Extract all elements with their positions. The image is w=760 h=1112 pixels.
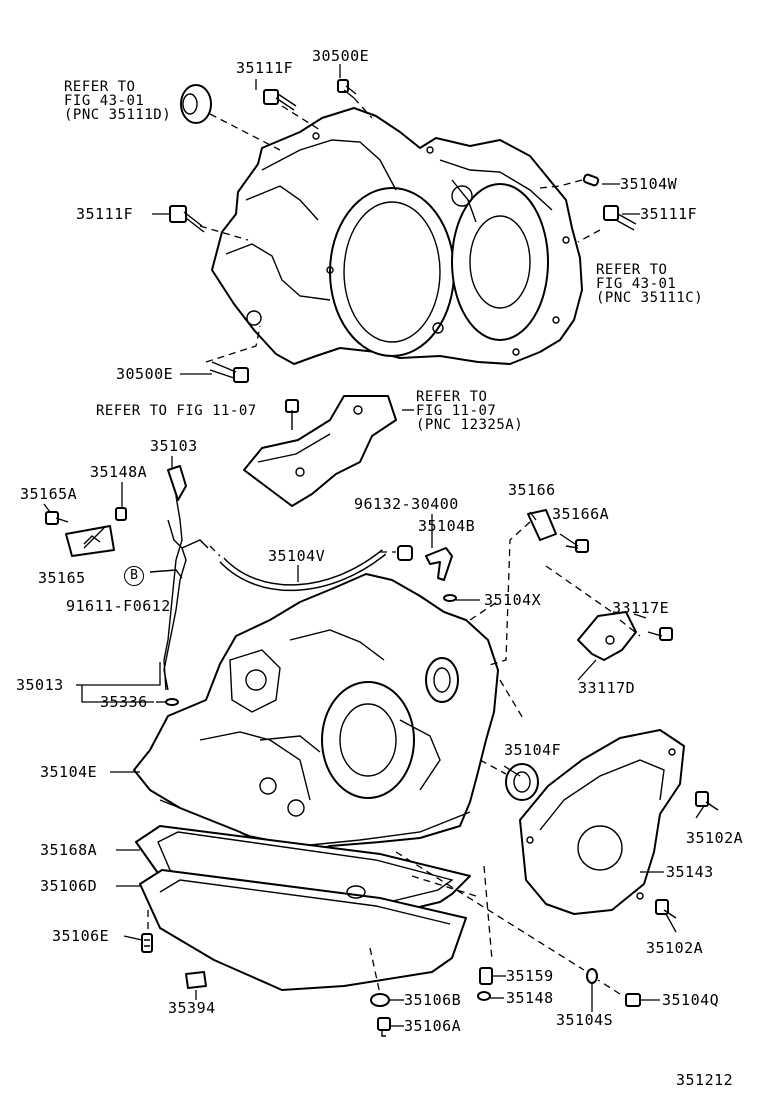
- bolt-fig-11-07: [285, 399, 299, 430]
- bolt-35102A-bot: [655, 899, 677, 919]
- bolt-35106E: [141, 933, 153, 953]
- clip-96132: [397, 545, 413, 561]
- ref-middle-left: REFER TO FIG 11-07: [96, 403, 257, 419]
- ref-middle-right-line2: FIG 11-07: [416, 403, 497, 419]
- plug-35148A: [115, 507, 127, 521]
- bolt-30500E-mid: [209, 361, 249, 383]
- bolt-33117E: [647, 627, 673, 641]
- pin-35104W: [582, 173, 600, 187]
- oil-seal-top-left: [180, 84, 212, 124]
- side-cover-35143: [519, 729, 685, 915]
- label-91611-F0612: 91611-F0612: [66, 597, 171, 615]
- bolt-30500E-top: [337, 79, 357, 99]
- bolt-35111F-top: [263, 89, 297, 111]
- dipstick-tube: [149, 519, 209, 706]
- bolt-35111F-left: [169, 205, 205, 233]
- label-35166A: 35166A: [552, 505, 610, 523]
- label-35102A-bot: 35102A: [646, 939, 704, 957]
- label-35104W: 35104W: [620, 175, 678, 193]
- label-35148: 35148: [506, 989, 554, 1007]
- part-35148: [477, 991, 491, 1001]
- label-35013: 35013: [16, 676, 64, 694]
- bolt-35165A: [45, 511, 69, 525]
- breather-hose: [219, 549, 387, 591]
- label-35106B: 35106B: [404, 991, 462, 1009]
- leader-lines: [43, 64, 705, 1027]
- plate-35166: [527, 509, 557, 541]
- ref-top-left-line1: REFER TO: [64, 79, 136, 95]
- label-35104X: 35104X: [484, 591, 542, 609]
- ref-middle-right-line1: REFER TO: [416, 389, 488, 405]
- bracket: [243, 395, 397, 507]
- label-35106A: 35106A: [404, 1017, 462, 1035]
- union-35104B: [425, 547, 453, 581]
- bolt-35166A: [565, 539, 589, 553]
- label-35111F-top: 35111F: [236, 59, 294, 77]
- label-35111F-left: 35111F: [76, 205, 134, 223]
- seal-35104F: [505, 763, 539, 801]
- part-35159: [479, 967, 493, 985]
- part-35106A: [377, 1017, 391, 1037]
- oring-35104S: [586, 968, 598, 984]
- bolt-35102A-top: [695, 791, 719, 811]
- dipstick: [163, 465, 187, 691]
- label-35159: 35159: [506, 967, 554, 985]
- ref-middle-right-line3: (PNC 12325A): [416, 417, 524, 433]
- label-35165A: 35165A: [20, 485, 78, 503]
- label-35104V: 35104V: [268, 547, 326, 565]
- marker-b: B: [124, 566, 144, 586]
- label-35394: 35394: [168, 999, 216, 1017]
- dashed-lines: [147, 97, 641, 995]
- ref-top-left-line2: FIG 43-01: [64, 93, 145, 109]
- label-35104Q: 35104Q: [662, 991, 720, 1009]
- label-35143: 35143: [666, 863, 714, 881]
- label-35106D: 35106D: [40, 877, 98, 895]
- transaxle-housing: [211, 107, 583, 365]
- oil-pan: [139, 869, 467, 991]
- label-35165: 35165: [38, 569, 86, 587]
- part-35106B: [370, 993, 390, 1007]
- ref-top-left-line3: (PNC 35111D): [64, 107, 172, 123]
- transaxle-case: [133, 573, 499, 857]
- cover-35165: [65, 525, 115, 557]
- bolt-35111F-right: [603, 205, 637, 231]
- ref-right-line1: REFER TO: [596, 262, 668, 278]
- label-35103: 35103: [150, 437, 198, 455]
- ref-right-line3: (PNC 35111C): [596, 290, 704, 306]
- ref-right-line2: FIG 43-01: [596, 276, 677, 292]
- label-35111F-right: 35111F: [640, 205, 698, 223]
- label-35102A-top: 35102A: [686, 829, 744, 847]
- oring-35104X: [443, 594, 457, 602]
- label-35166: 35166: [508, 481, 556, 499]
- figure-number: 351212: [676, 1071, 734, 1089]
- label-33117D: 33117D: [578, 679, 636, 697]
- label-30500E-top: 30500E: [312, 47, 370, 65]
- label-35148A: 35148A: [90, 463, 148, 481]
- plug-35104Q: [625, 993, 641, 1007]
- bracket-33117D: [577, 611, 637, 661]
- label-35104F: 35104F: [504, 741, 562, 759]
- label-35336: 35336: [100, 693, 148, 711]
- label-35104B: 35104B: [418, 517, 476, 535]
- label-30500E-mid: 30500E: [116, 365, 174, 383]
- label-35104S: 35104S: [556, 1011, 614, 1029]
- label-35106E: 35106E: [52, 927, 110, 945]
- label-33117E: 33117E: [612, 599, 670, 617]
- label-96132-30400: 96132-30400: [354, 495, 459, 513]
- label-35168A: 35168A: [40, 841, 98, 859]
- part-35394: [185, 971, 207, 989]
- label-35104E: 35104E: [40, 763, 98, 781]
